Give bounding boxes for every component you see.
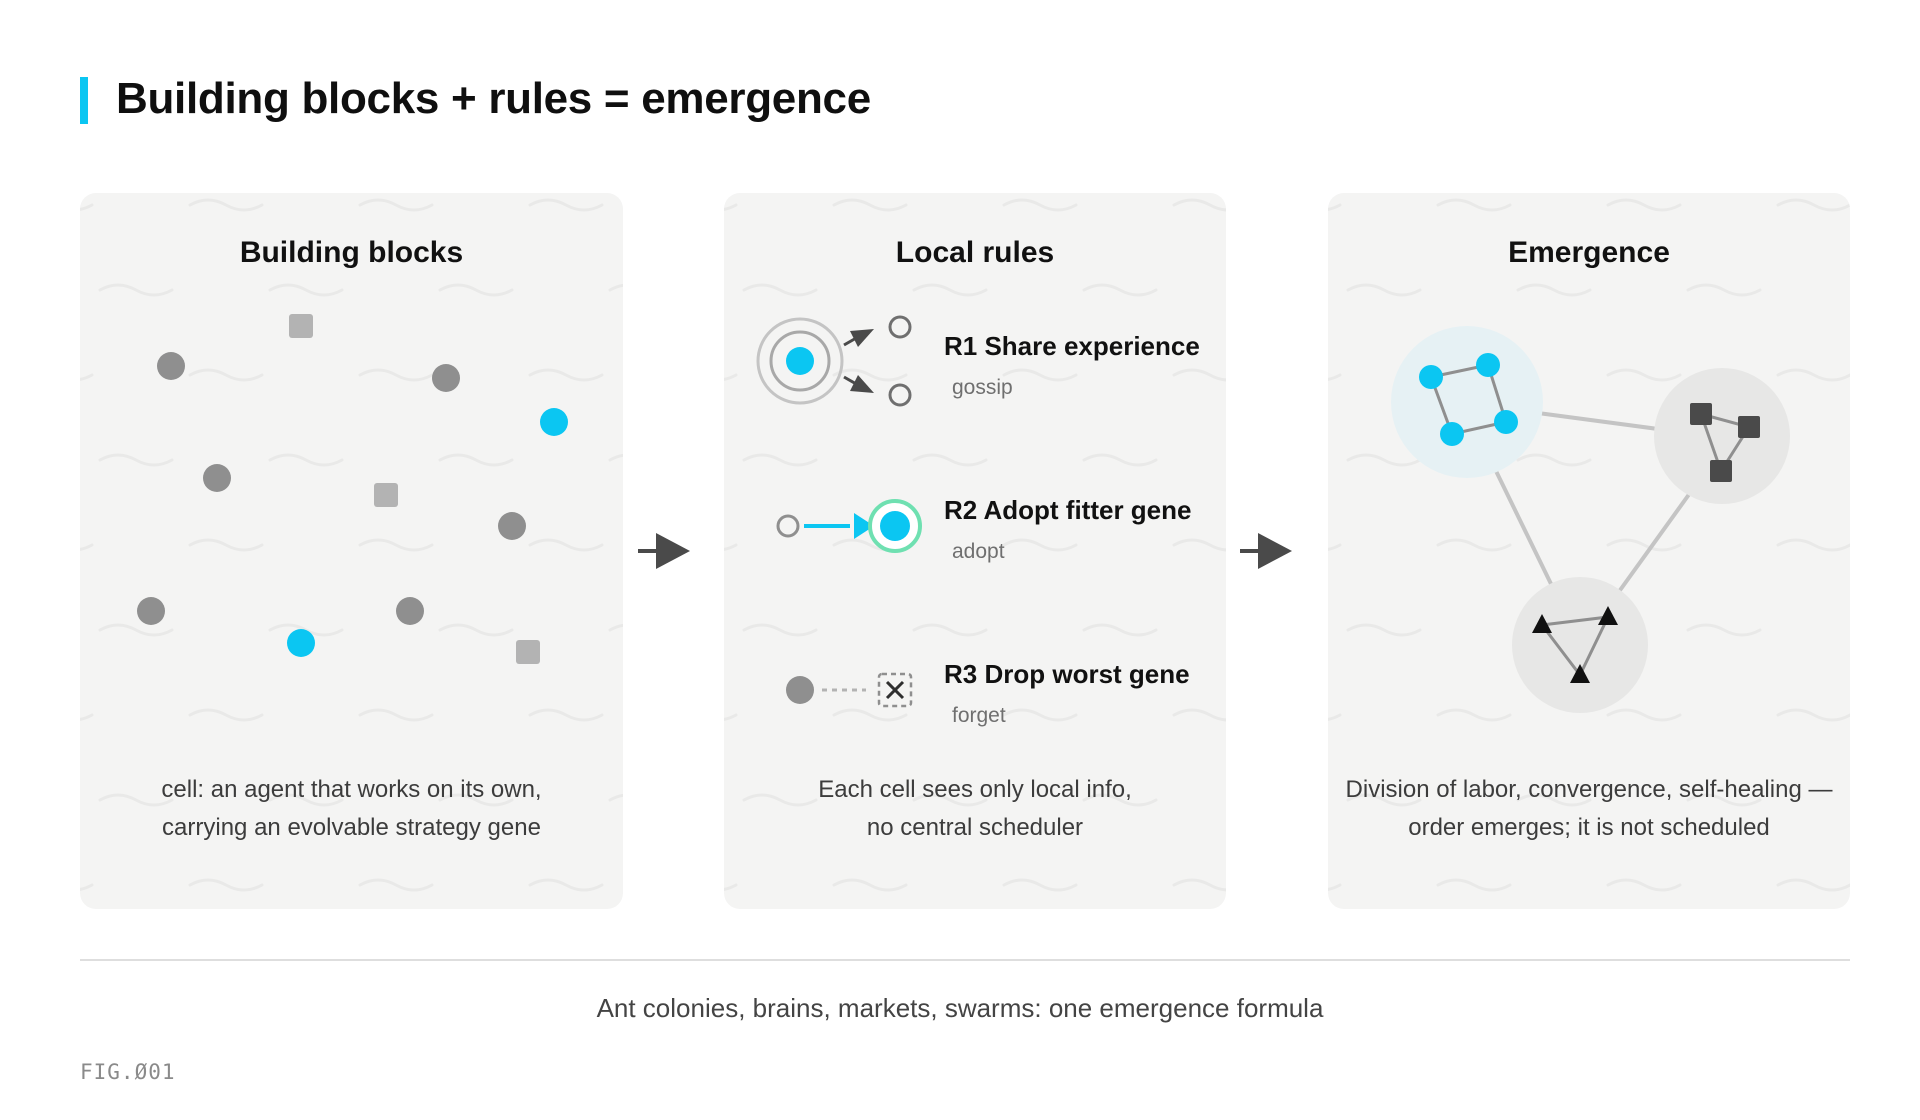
caption-line: carrying an evolvable strategy gene (162, 814, 541, 841)
emergence-illustration (1328, 198, 1850, 892)
caption-line: Division of labor, convergence, self-hea… (1345, 776, 1833, 803)
local-rules-illustration (724, 198, 1226, 892)
gray-cell (157, 352, 185, 380)
rule-subtitle: adopt (952, 540, 1005, 563)
panel-building-blocks: Building blocks cell: an agent that work… (80, 193, 623, 909)
square-cell (516, 640, 540, 664)
panel-heading: Emergence (1508, 236, 1670, 269)
gray-cell (498, 512, 526, 540)
panel-heading: Building blocks (239, 236, 464, 269)
cyan-cluster (1391, 326, 1543, 478)
panel-caption: Division of labor, convergence, self-hea… (1338, 771, 1840, 847)
rule-title: R3 Drop worst gene (944, 659, 1190, 689)
cluster-node (1598, 606, 1618, 625)
caption-line: no central scheduler (866, 814, 1084, 841)
cluster-node (1738, 416, 1760, 438)
rule-subtitle: forget (952, 704, 1006, 727)
caption-line: cell: an agent that works on its own, (161, 776, 542, 803)
cluster-node (1476, 353, 1500, 377)
wave-texture (724, 198, 1226, 892)
cluster-link (1537, 411, 1659, 431)
right-arrow-icon (1240, 533, 1292, 569)
gray-cell (396, 597, 424, 625)
panel-caption: Each cell sees only local info, no centr… (734, 771, 1216, 847)
caption-line: order emerges; it is not scheduled (1408, 814, 1770, 841)
rule-title: R1 Share experience (944, 331, 1200, 361)
cluster-node (1494, 410, 1518, 434)
gray-cell (137, 597, 165, 625)
square-cell (289, 314, 313, 338)
caption-line: Each cell sees only local info, (818, 776, 1132, 803)
forget-icon (786, 672, 913, 708)
cluster-node (1440, 422, 1464, 446)
gossip-icon (756, 315, 912, 407)
adopt-icon (776, 499, 922, 553)
divider (80, 959, 1850, 961)
cluster-node (1570, 664, 1590, 683)
figure-label: FIG.Ø01 (80, 1060, 176, 1084)
building-blocks-illustration (80, 198, 623, 892)
page-title: Building blocks + rules = emergence (116, 74, 871, 123)
gray-cell (432, 364, 460, 392)
panel-heading: Local rules (895, 236, 1055, 269)
cluster-link (1616, 491, 1692, 595)
cluster-node (1710, 460, 1732, 482)
panel-local-rules: Local rules R1 Share experience gossip R… (724, 193, 1226, 909)
rule-title: R2 Adopt fitter gene (944, 495, 1192, 525)
wave-texture (80, 198, 623, 892)
panel-caption: cell: an agent that works on its own, ca… (90, 771, 613, 847)
rule-subtitle: gossip (952, 376, 1013, 399)
panel-emergence: Emergence Division of labor, convergence… (1328, 193, 1850, 909)
square-cluster (1654, 368, 1790, 504)
cluster-node (1690, 403, 1712, 425)
cyan-cell (540, 408, 568, 436)
summary-text: Ant colonies, brains, markets, swarms: o… (596, 993, 1324, 1023)
square-cell (374, 483, 398, 507)
cluster-link (1494, 470, 1555, 589)
title-accent-bar (80, 77, 88, 124)
gray-cell (203, 464, 231, 492)
right-arrow-icon (638, 533, 690, 569)
x-box-icon (877, 672, 913, 708)
cluster-node (1419, 365, 1443, 389)
cyan-cell (287, 629, 315, 657)
cluster-node (1532, 614, 1552, 633)
triangle-cluster (1512, 577, 1648, 713)
